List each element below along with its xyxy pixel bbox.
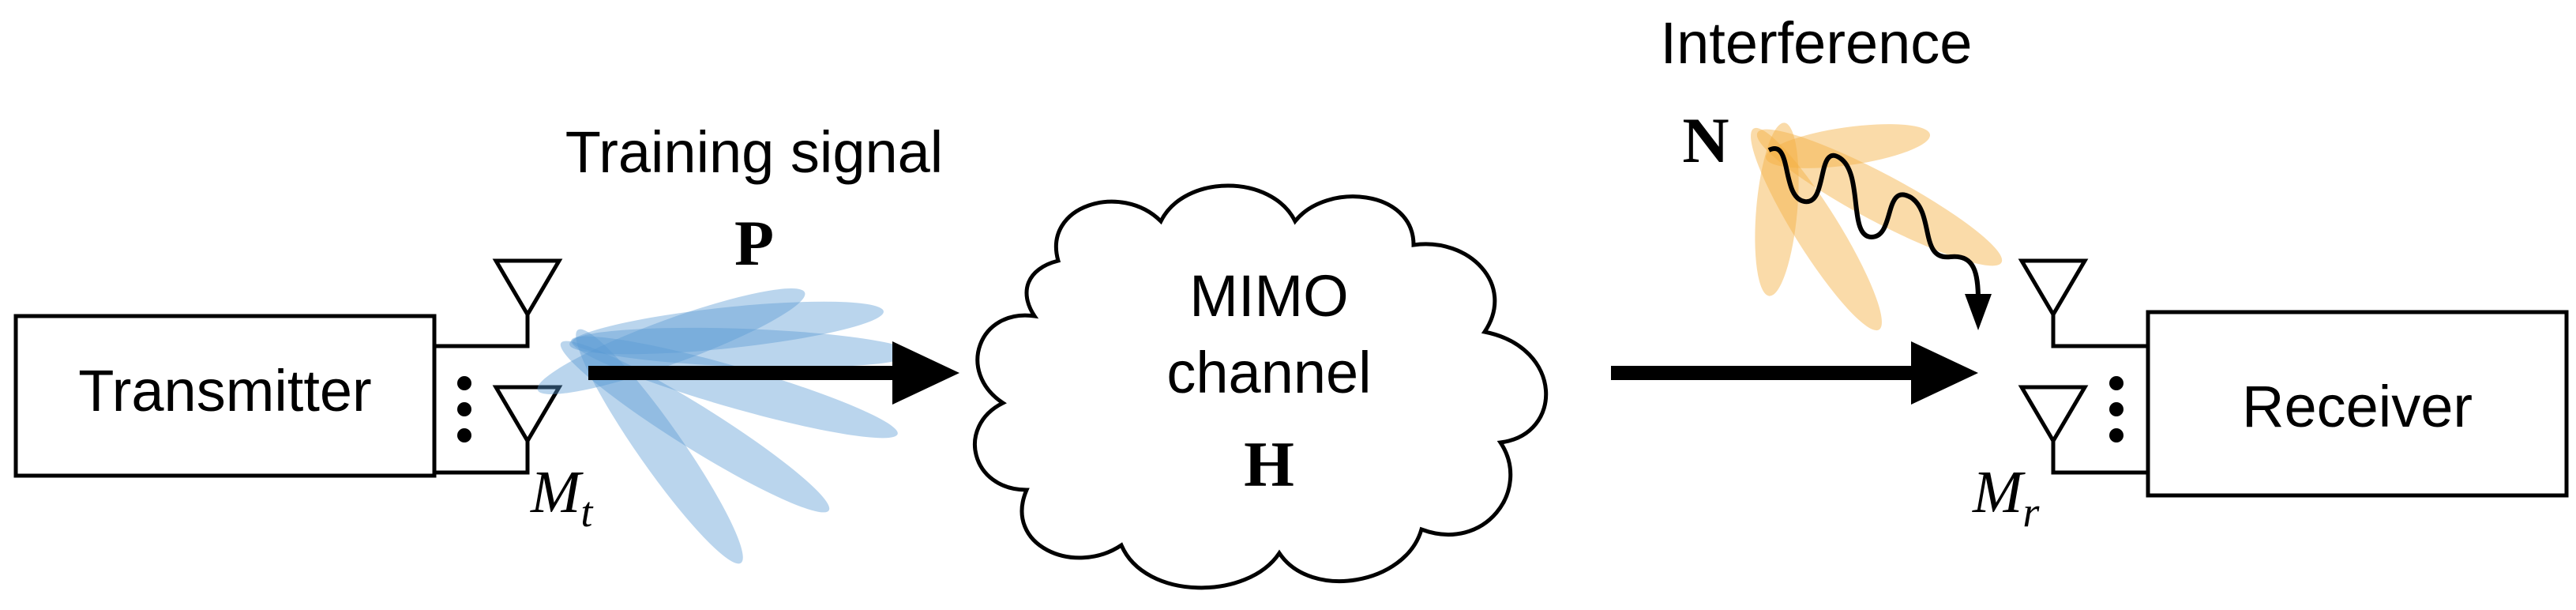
channel-to-rx-arrow xyxy=(1611,341,1978,405)
antenna-icon xyxy=(2018,258,2089,318)
interference-wave-arrow xyxy=(1767,146,1992,330)
channel-line2: channel xyxy=(1166,340,1371,405)
channel-line1: MIMO xyxy=(1189,263,1348,329)
receiver-block: Receiver xyxy=(2146,310,2569,498)
vertical-dots-icon xyxy=(457,376,471,442)
interference-symbol: N xyxy=(1682,104,1729,176)
training-signal-symbol: P xyxy=(734,207,774,279)
antenna-icon xyxy=(492,258,563,318)
channel-symbol: H xyxy=(1244,428,1294,500)
transmitter-block: Transmitter xyxy=(13,314,437,478)
transmitter-label: Transmitter xyxy=(78,358,371,424)
transmitter-antenna-count: Mt xyxy=(530,459,594,536)
receiver-label: Receiver xyxy=(2242,374,2473,439)
mimo-channel-cloud: MIMO channel H xyxy=(972,183,1549,590)
antenna-icon xyxy=(2018,385,2089,445)
interference-label: Interference xyxy=(1661,10,1973,76)
antenna-icon xyxy=(492,385,563,445)
transmitter-antenna-array xyxy=(434,258,563,475)
receiver-antenna-array xyxy=(2018,258,2148,475)
vertical-dots-icon xyxy=(2109,376,2124,442)
interference-beams xyxy=(1751,122,2003,331)
tx-to-channel-arrow xyxy=(588,341,959,405)
training-signal-label: Training signal xyxy=(565,119,944,185)
receiver-antenna-count: Mr xyxy=(1972,459,2040,536)
